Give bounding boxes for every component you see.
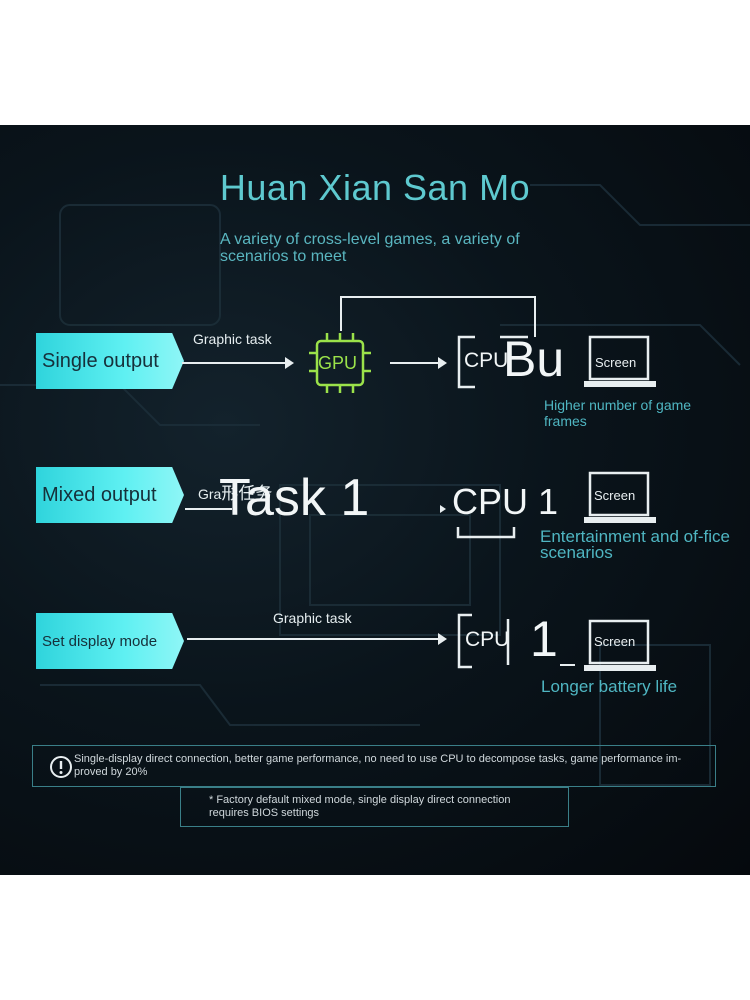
gpu-chip-icon [309, 333, 371, 393]
single-output-label-text: Single output [42, 349, 159, 372]
set-big-text: 1 [530, 611, 558, 667]
mixed-output-connectors [185, 505, 516, 539]
mixed-task-label-en: Gra [198, 486, 222, 502]
single-output-connectors [182, 296, 536, 389]
mixed-cpu-text: CPU 1 [452, 481, 559, 522]
mixed-laptop-icon [584, 471, 656, 523]
set-display-connectors [187, 613, 575, 669]
single-output-label: Single output [36, 333, 184, 389]
single-big-text: Bu [503, 331, 565, 387]
page-title: Huan Xian San Mo [219, 167, 531, 208]
info-box [32, 745, 716, 787]
page-subtitle: A variety of cross-level games, a variet… [220, 231, 520, 265]
set-screen-label: Screen [594, 634, 636, 649]
exclamation-circle-icon [50, 756, 72, 778]
footnote-box [180, 787, 569, 827]
mixed-big-text: Task 1 [219, 469, 370, 527]
single-screen-label: Screen [595, 355, 637, 370]
mixed-screen-label: Screen [594, 488, 636, 503]
footnote-text: * Factory default mixed mode, single dis… [209, 794, 511, 819]
set-graphic-task-label: Graphic task [273, 610, 352, 626]
single-output-note: Higher number of game frames [544, 397, 692, 429]
set-display-mode-label: Set display mode [36, 613, 184, 669]
single-cpu-text: CPU [464, 349, 509, 372]
mixed-output-label: Mixed output [36, 467, 184, 523]
single-laptop-icon [584, 335, 656, 387]
set-cpu-text: CPU [465, 628, 510, 651]
mixed-graphic-task-label: Gra形任务 [198, 479, 272, 504]
set-display-note: Longer battery life [541, 677, 678, 696]
feature-panel: Huan Xian San Mo A variety of cross-leve… [0, 125, 750, 875]
gpu-text: GPU [318, 353, 358, 373]
mixed-output-label-text: Mixed output [42, 483, 157, 506]
info-text: Single-display direct connection, better… [74, 753, 682, 778]
single-graphic-task-label: Graphic task [193, 331, 272, 347]
mixed-output-note: Entertainment and of-fice scenarios [540, 527, 730, 562]
mixed-task-label-cn: 形任务 [221, 484, 273, 503]
set-display-mode-label-text: Set display mode [42, 632, 158, 650]
set-laptop-icon [584, 619, 656, 671]
